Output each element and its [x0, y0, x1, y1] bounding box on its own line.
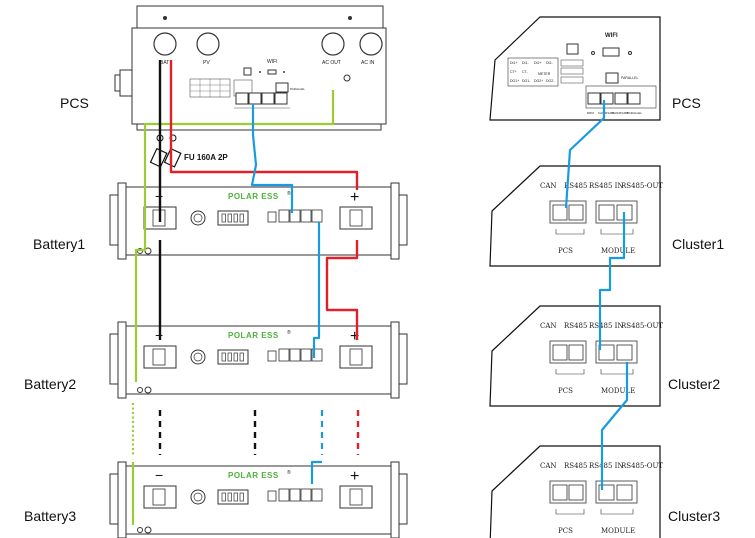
inverter: BAT PV AC OUT AC IN WIFI PARALLEL	[114, 5, 387, 131]
fuse-label: FU 160A 2P	[184, 153, 228, 162]
pcs-io-cell: DO2+	[534, 79, 543, 83]
pcs-io-cell: DI1-	[522, 61, 529, 65]
battery-brand: POLAR ESS	[228, 331, 279, 340]
battery-trademark: ®	[287, 469, 291, 476]
bat-label: BAT	[160, 60, 169, 66]
pcs-io-cell: DO1+	[510, 79, 519, 83]
cluster-module-label: MODULE	[601, 527, 635, 535]
label-battery2: Battery2	[24, 376, 76, 392]
pcs-port-2: CAN/RS485	[612, 111, 629, 115]
right-blue-cables	[564, 100, 629, 490]
battery-2: POLAR ESS®−+	[109, 321, 408, 399]
pcs-detail: WIFI DI1+CT+DO1+DI1-CT-DO1-DI2+DO2+DI2-D…	[489, 16, 661, 121]
cluster-rs485-in-label: RS485 IN	[589, 322, 624, 330]
label-cluster1: Cluster1	[672, 236, 724, 252]
cluster-can-label: CAN	[540, 322, 557, 330]
cluster-rs485-in-label: RS485 IN	[589, 462, 624, 470]
pcs-io-cell: DO2-	[546, 79, 555, 83]
pcs-port-1: CAN/RS485	[598, 111, 615, 115]
cluster-pcs-label: PCS	[558, 247, 573, 255]
cables	[131, 60, 360, 525]
cluster-module-label: MODULE	[601, 247, 635, 255]
cluster-rs485-out-label: RS485-OUT	[621, 322, 663, 330]
pcs-io-table: DI1+ CT+ DO1+ DI1- CT- DO1- DI2+ DO2+ DI2- DO2-	[507, 57, 559, 87]
label-pcs-left: PCS	[60, 95, 89, 111]
cluster-rs485-label: RS485	[564, 322, 587, 330]
battery-trademark: ®	[287, 329, 291, 336]
inverter-parallel-label: PARALLEL	[290, 87, 305, 91]
battery-stack: POLAR ESS®−+POLAR ESS®−+POLAR ESS®−+	[109, 182, 408, 538]
ac-out-label: AC OUT	[322, 60, 341, 66]
ac-in-label: AC IN	[361, 60, 375, 66]
pcs-parallel-label: PARALLEL	[621, 76, 638, 80]
battery-brand: POLAR ESS	[228, 192, 279, 201]
label-pcs-right: PCS	[672, 95, 701, 111]
cluster-rs485-out-label: RS485-OUT	[621, 462, 663, 470]
inverter-wifi-label: WIFI	[267, 59, 278, 65]
battery-plus: +	[350, 328, 359, 345]
pcs-io-cell: DI2-	[546, 61, 553, 65]
cluster-rs485-label: RS485	[564, 462, 587, 470]
cluster-can-label: CAN	[540, 462, 557, 470]
pcs-port-0: DRM	[587, 111, 594, 115]
label-cluster3: Cluster3	[668, 508, 720, 524]
battery-1: POLAR ESS®−+	[109, 182, 408, 260]
battery-brand: POLAR ESS	[228, 471, 279, 480]
fuse: FU 160A 2P	[149, 134, 228, 168]
battery-3: POLAR ESS ® − +	[109, 461, 408, 538]
pcs-io-cell: DI2+	[534, 61, 542, 65]
pcs-meter-label: METER	[538, 72, 551, 76]
cluster-pcs-label: PCS	[558, 527, 573, 535]
label-battery3: Battery3	[24, 508, 76, 524]
cluster-rs485-in-label: RS485 IN	[589, 182, 624, 190]
cluster-rs485-out-label: RS485-OUT	[621, 182, 663, 190]
cluster-pcs-label: PCS	[558, 387, 573, 395]
label-battery1: Battery1	[33, 236, 85, 252]
pcs-port-3: PARALLEL	[627, 111, 642, 115]
battery-plus: +	[350, 468, 359, 485]
cluster-module-label: MODULE	[601, 387, 635, 395]
battery-plus: +	[350, 189, 359, 206]
battery-minus: −	[155, 467, 163, 483]
label-cluster2: Cluster2	[668, 376, 720, 392]
battery-trademark: ®	[287, 190, 291, 197]
cluster-rs485-label: RS485	[564, 182, 587, 190]
pcs-io-cell: CT-	[522, 70, 528, 74]
cluster-can-label: CAN	[540, 182, 557, 190]
pv-label: PV	[203, 60, 210, 66]
pcs-wifi-label: WIFI	[605, 33, 618, 39]
pcs-io-cell: DO1-	[522, 79, 531, 83]
pcs-io-cell: DI1+	[510, 61, 518, 65]
pcs-io-cell: CT+	[510, 70, 517, 74]
